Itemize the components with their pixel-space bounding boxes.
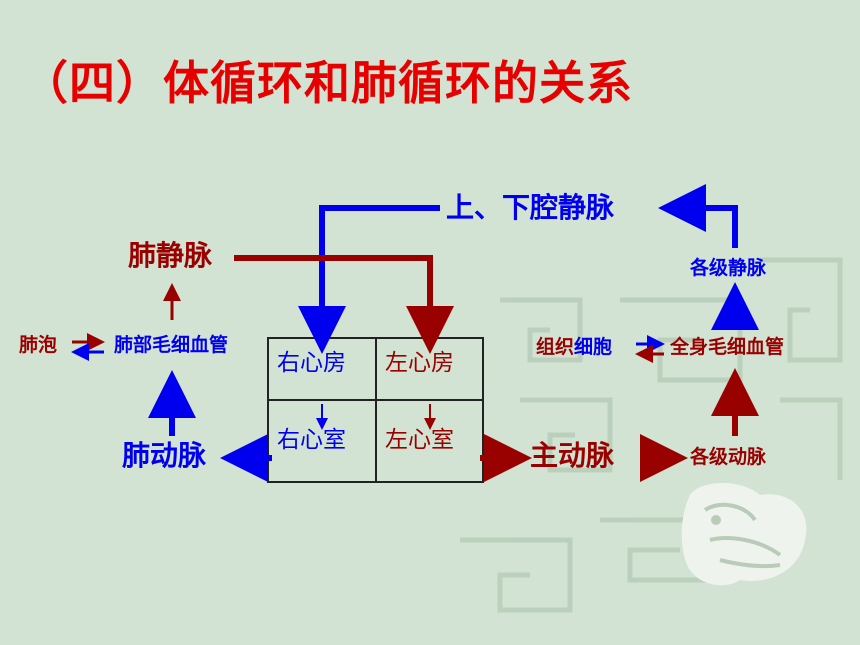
pulmonary-vein-to-left-atrium-arrow — [234, 255, 454, 354]
vena-cava-label: 上、下腔静脉 — [446, 191, 615, 224]
alveoli-label: 肺泡 — [19, 334, 58, 356]
right-atrium-label: 右心房 — [277, 350, 346, 376]
vena-cava-to-right-atrium-arrow — [298, 205, 440, 354]
left-atrium-label: 左心房 — [385, 350, 454, 376]
pulmonary-artery-label: 肺动脉 — [122, 439, 207, 472]
right-ventricle-label: 右心室 — [277, 427, 346, 453]
aorta-label: 主动脉 — [530, 439, 615, 472]
page-title: （四）体循环和肺循环的关系 — [22, 56, 633, 110]
tissue-cells-label: 组织细胞 — [536, 338, 612, 357]
body-capillaries-label: 全身毛细血管 — [670, 336, 785, 358]
tissue-label: 组织 — [536, 336, 575, 358]
pulmonary-vein-label: 肺静脉 — [128, 239, 213, 272]
arteries-label: 各级动脉 — [690, 446, 767, 468]
veins-to-vena-cava-arrow — [658, 184, 738, 248]
veins-label: 各级静脉 — [690, 257, 767, 279]
dragon-logo-icon — [681, 482, 807, 586]
heart-table — [267, 337, 484, 483]
lung-capillaries-label: 肺部毛细血管 — [114, 334, 229, 356]
cells-label: 细胞 — [574, 336, 613, 358]
left-ventricle-label: 左心室 — [385, 427, 454, 453]
